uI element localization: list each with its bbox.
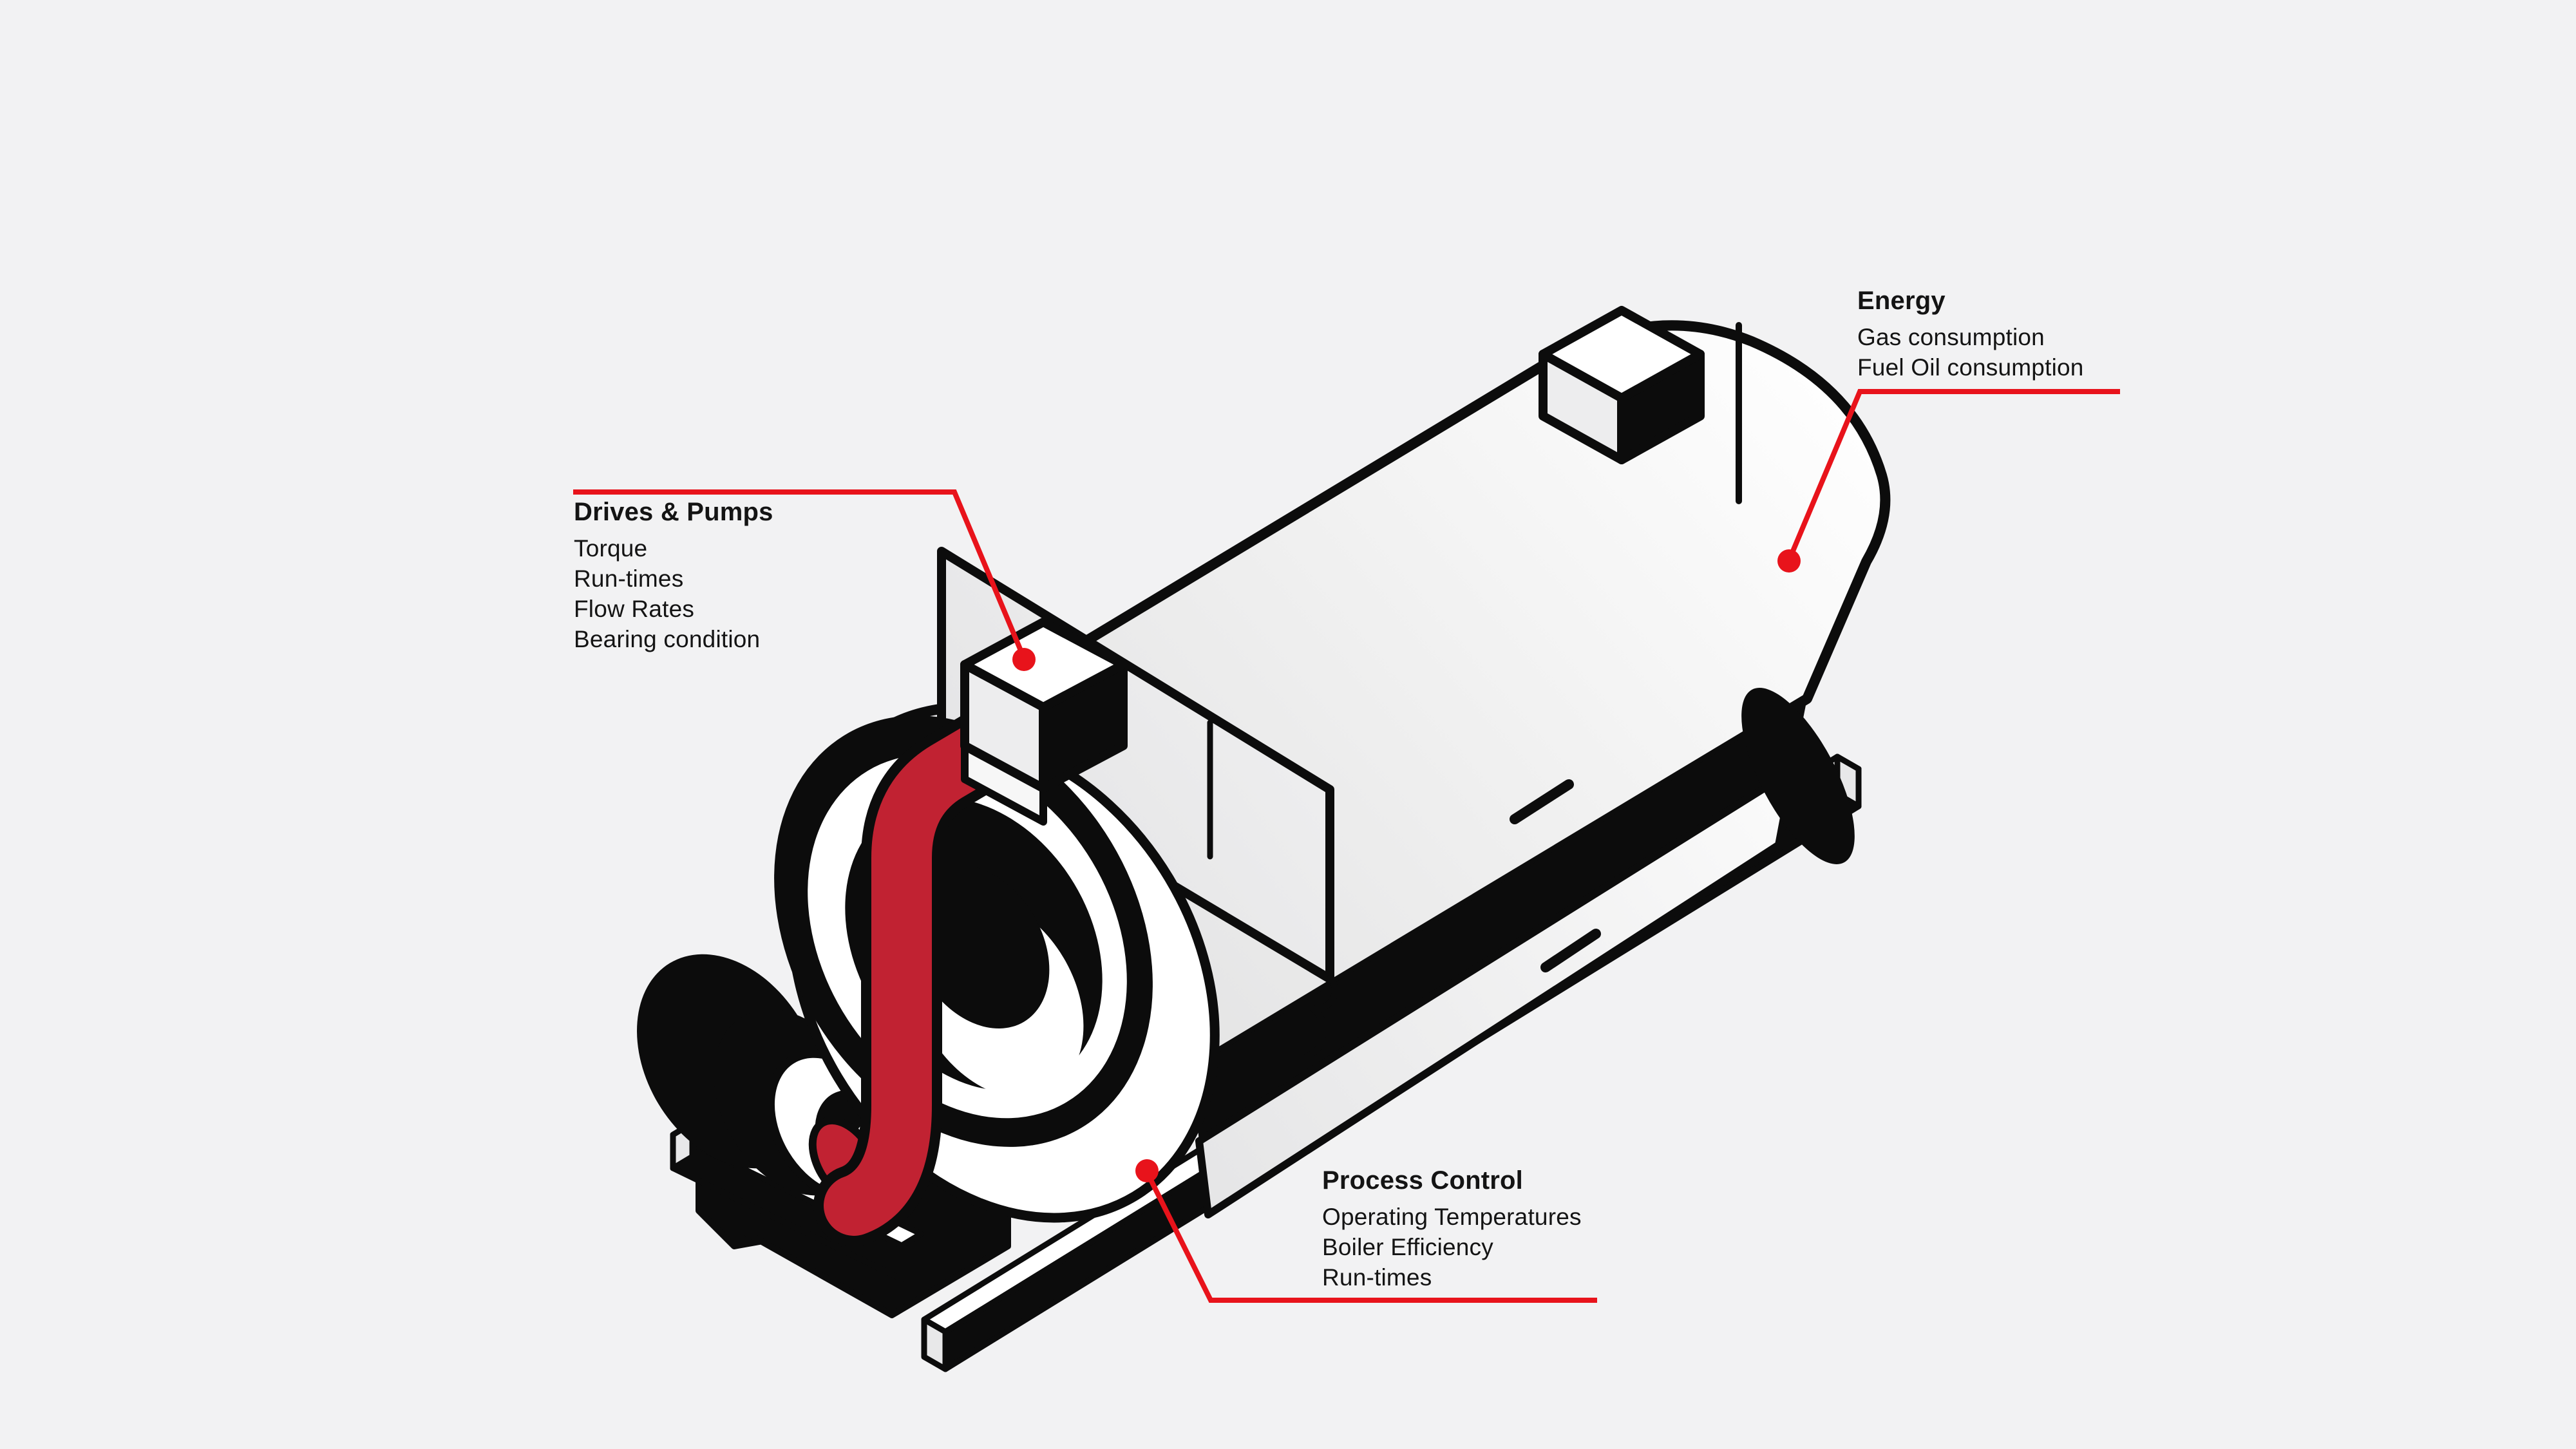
callout-energy: Energy Gas consumption Fuel Oil consumpt… xyxy=(1857,286,2084,383)
callout-process-control-title: Process Control xyxy=(1322,1166,1523,1195)
callout-item: Run-times xyxy=(574,565,684,592)
callout-leaders xyxy=(573,389,2120,1303)
lower-shell-end-cap xyxy=(1741,688,1855,864)
rail-left-end-cap xyxy=(921,1316,949,1372)
lower-shell-band xyxy=(1195,766,1797,1218)
callout-process-control: Process Control Operating Temperatures B… xyxy=(1322,1166,1582,1293)
shadow-band xyxy=(1191,699,1807,1141)
dot-energy xyxy=(1777,549,1801,573)
callout-drives-pumps: Drives & Pumps Torque Run-times Flow Rat… xyxy=(574,497,773,654)
drum-sensor-cube xyxy=(1539,306,1705,464)
leader-drives-pumps xyxy=(573,489,1027,659)
shell-dash-lower xyxy=(1540,929,1601,972)
callout-item: Torque xyxy=(574,535,648,562)
callout-item: Run-times xyxy=(1322,1264,1432,1291)
shell-dash-upper xyxy=(1510,779,1574,824)
drum-underside xyxy=(1191,688,1855,1218)
dot-drives-pumps xyxy=(1012,648,1036,671)
callout-item: Operating Temperatures xyxy=(1322,1204,1582,1230)
pump-sensor-cube xyxy=(960,618,1128,826)
callout-item: Fuel Oil consumption xyxy=(1857,354,2084,381)
dot-process-control xyxy=(1135,1159,1159,1182)
callout-energy-title: Energy xyxy=(1857,287,1946,315)
callout-item: Gas consumption xyxy=(1857,324,2045,350)
callout-item: Boiler Efficiency xyxy=(1322,1234,1493,1260)
callout-dots xyxy=(1012,549,1801,1182)
door-latch-mark xyxy=(1304,974,1338,1059)
leader-energy xyxy=(1786,389,2120,562)
callout-item: Flow Rates xyxy=(574,596,695,622)
pipe xyxy=(813,697,1044,1246)
leader-process-control xyxy=(1144,1171,1597,1303)
callout-item: Bearing condition xyxy=(574,626,761,652)
callout-drives-pumps-title: Drives & Pumps xyxy=(574,498,773,526)
